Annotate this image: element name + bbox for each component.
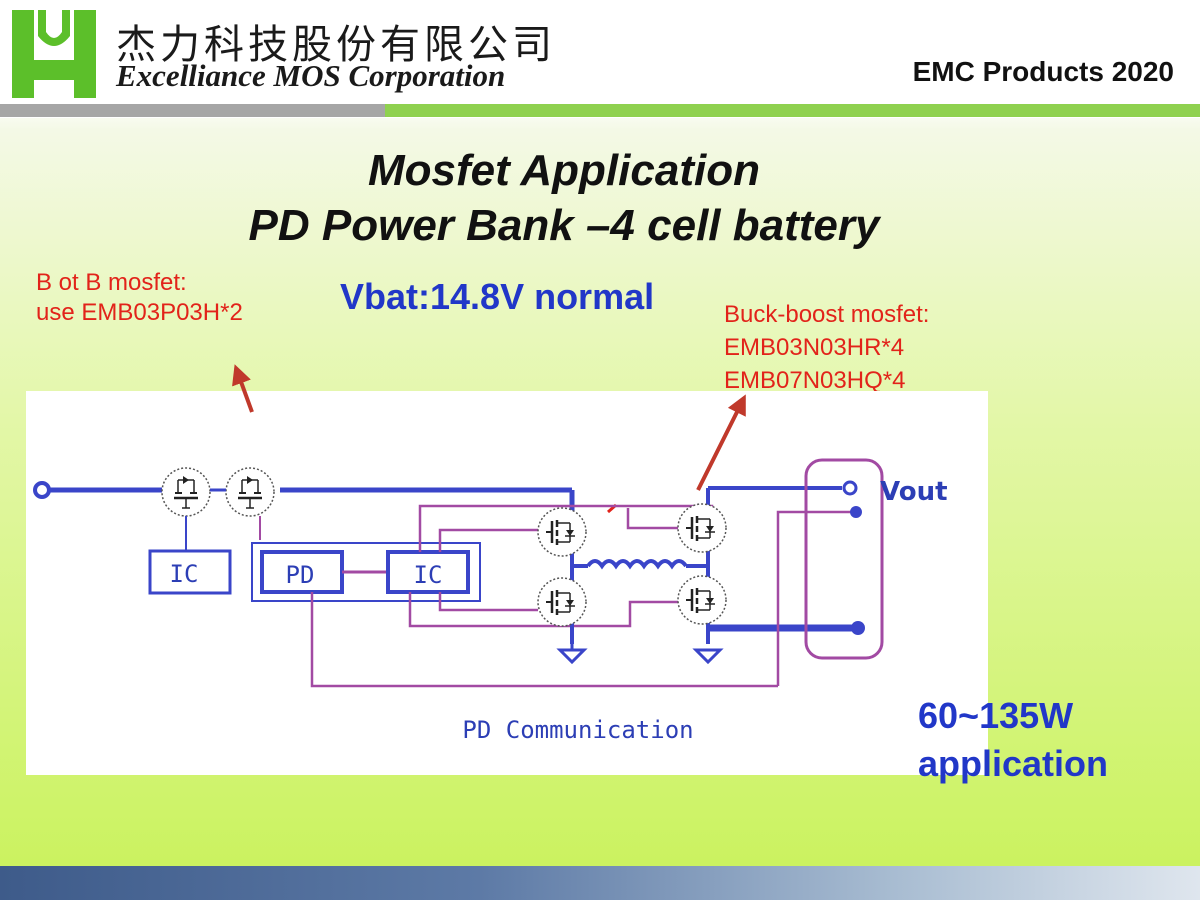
slide-header: 杰力科技股份有限公司 Excelliance MOS Corporation E… xyxy=(0,0,1200,118)
buckboost-mosfet-q3 xyxy=(536,576,588,628)
slide-footer-bar xyxy=(0,866,1200,900)
company-name-english: Excelliance MOS Corporation xyxy=(116,58,506,93)
vbat-label: Vbat:14.8V normal xyxy=(340,276,655,317)
ic-right-label: IC xyxy=(414,561,443,589)
btob-mosfet-1 xyxy=(160,466,212,518)
pd-block-label: PD xyxy=(286,561,315,589)
pd-ic-group xyxy=(251,542,481,602)
company-name-chinese: 杰力科技股份有限公司 xyxy=(116,22,556,68)
company-logo xyxy=(12,10,96,98)
ic-left-label: IC xyxy=(170,560,199,588)
ic-right-block xyxy=(386,550,470,594)
slide-title-line1: Mosfet Application xyxy=(368,146,760,195)
btob-mosfet-note: B ot B mosfet: use EMB03P03H*2 xyxy=(36,268,243,328)
product-line-label: EMC Products 2020 xyxy=(912,56,1174,87)
buckboost-mosfet-q1 xyxy=(536,506,588,558)
vbat-input-terminal xyxy=(33,481,51,499)
ground-symbol-left xyxy=(556,648,588,665)
vout-label: Vout xyxy=(880,477,948,507)
btob-note-line1: B ot B mosfet: xyxy=(36,269,187,296)
buckboost-mosfet-note: Buck-boost mosfet: EMB03N03HR*4 EMB07N03… xyxy=(724,298,929,397)
power-range-line2: application xyxy=(918,743,1109,784)
btob-mosfet-2 xyxy=(224,466,276,518)
pd-communication-label: PD Communication xyxy=(462,716,693,744)
pd-block xyxy=(260,550,344,594)
buckboost-note-line3: EMB07N03HQ*4 xyxy=(724,367,906,394)
btob-pointer-arrow xyxy=(232,364,254,413)
buckboost-pointer-arrow xyxy=(696,394,746,491)
buckboost-mosfet-q4 xyxy=(676,574,728,626)
buckboost-note-line2: EMB03N03HR*4 xyxy=(724,334,905,361)
slide-title-line2: PD Power Bank –4 cell battery xyxy=(248,201,880,250)
buckboost-mosfet-q2 xyxy=(676,502,728,554)
ic-left-block xyxy=(148,549,232,595)
usb-c-port-outline xyxy=(804,458,884,660)
header-divider-green xyxy=(385,104,1200,117)
power-range-label: 60~135W application xyxy=(918,692,1108,788)
power-range-line1: 60~135W xyxy=(918,695,1074,736)
btob-note-line2: use EMB03P03H*2 xyxy=(36,299,243,326)
buckboost-note-line1: Buck-boost mosfet: xyxy=(724,301,930,328)
vout-terminal xyxy=(842,480,858,496)
header-divider-gray xyxy=(0,104,385,117)
ground-symbol-right xyxy=(692,648,724,665)
